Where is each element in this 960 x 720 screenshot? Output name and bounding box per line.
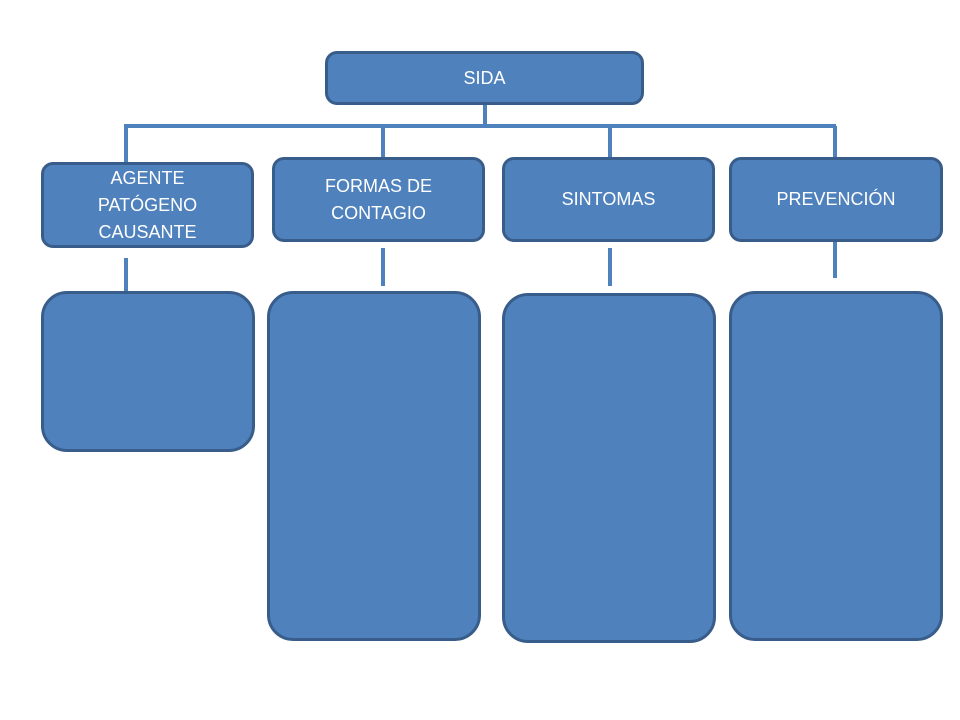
branch-node-prevencion: PREVENCIÓN: [729, 157, 943, 242]
root-node-sida: SIDA: [325, 51, 644, 105]
branch-node-formas-de-contagio: FORMAS DE CONTAGIO: [272, 157, 485, 242]
branch-node-agente-patogeno: AGENTE PATÓGENO CAUSANTE: [41, 162, 254, 248]
branch-node-label: PREVENCIÓN: [776, 189, 896, 209]
detail-box-prevencion: [729, 291, 943, 641]
branch-node-label: SINTOMAS: [561, 189, 656, 209]
branch-node-label: FORMAS DE CONTAGIO: [324, 175, 432, 223]
branch-node-sintomas: SINTOMAS: [502, 157, 715, 242]
detail-box-agente-patogeno: [41, 291, 255, 452]
detail-box-sintomas: [502, 293, 716, 643]
detail-box-formas-de-contagio: [267, 291, 481, 641]
branch-node-label: AGENTE PATÓGENO CAUSANTE: [97, 167, 198, 242]
root-node-label: SIDA: [463, 67, 506, 88]
